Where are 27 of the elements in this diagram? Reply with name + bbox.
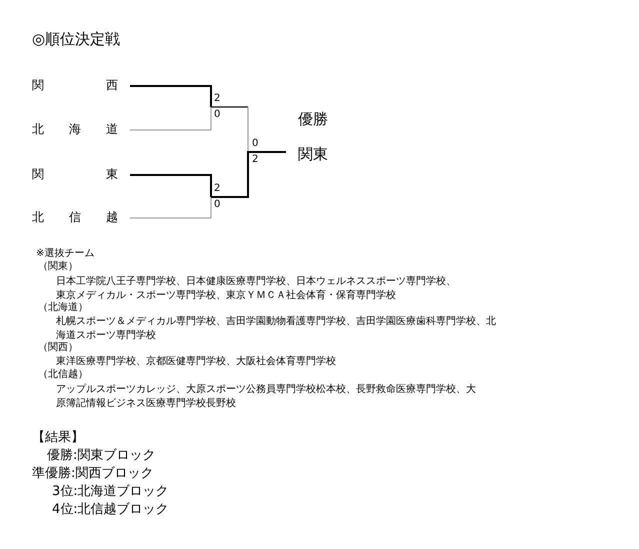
school-list: 日本工学院八王子専門学校、日本健康医療専門学校、日本ウェルネススポーツ専門学校、東京メディカル・スポーツ専門学校、東京ＹＭＣＡ社会体育・保育専門学校: [56, 275, 460, 302]
region-heading: （関西）: [38, 342, 78, 354]
champion-heading: 優勝: [298, 110, 328, 129]
score: 2: [214, 93, 220, 106]
results-heading: 【結果】: [32, 430, 84, 446]
team-name: 関西: [32, 78, 118, 93]
team-name: 北海道: [32, 122, 118, 137]
note-heading: ※選抜チーム: [36, 248, 94, 260]
champion-name: 関東: [298, 145, 328, 164]
region-heading: （北信越）: [38, 369, 88, 382]
score: 2: [252, 154, 258, 166]
school-list: アップルスポーツカレッジ、大原スポーツ公務員専門学校松本校、長野救命医療専門学校、大原簿記情報ビジネス医療専門学校長野校: [56, 383, 480, 410]
score: 0: [252, 138, 258, 150]
result-line: 3位:北海道ブロック: [52, 484, 169, 500]
region-heading: （関東）: [38, 261, 78, 274]
result-line: 4位:北信越ブロック: [52, 502, 169, 518]
school-list: 東洋医療専門学校、京都医健専門学校、大阪社会体育専門学校: [56, 356, 336, 368]
score: 0: [214, 109, 220, 122]
score: 0: [214, 199, 220, 212]
result-line: 準優勝:関西ブロック: [32, 466, 154, 482]
score: 2: [214, 183, 220, 196]
title: ◎順位決定戦: [32, 30, 120, 49]
region-heading: （北海道）: [38, 302, 88, 314]
team-name: 北信越: [32, 210, 118, 225]
result-line: 優勝:関東ブロック: [47, 448, 156, 464]
team-name: 関東: [32, 167, 118, 182]
school-list: 札幌スポーツ＆メディカル専門学校、吉田学園動物看護専門学校、吉田学園医療歯科専門学校、北海道スポーツ専門学校: [56, 315, 500, 342]
